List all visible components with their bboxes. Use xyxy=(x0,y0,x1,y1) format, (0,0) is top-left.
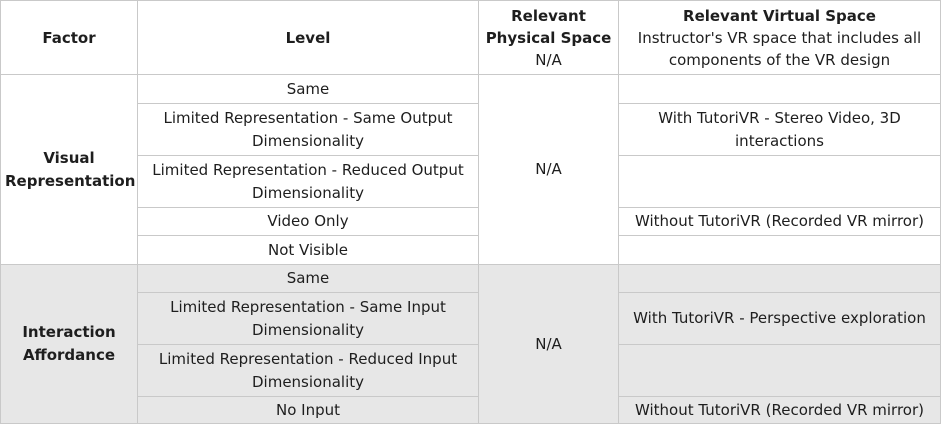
virtual-space-cell xyxy=(618,235,941,265)
table-row: Limited Representation - Reduced Input D… xyxy=(1,344,941,397)
level-cell: Limited Representation - Same Input Dime… xyxy=(137,292,479,345)
table-row: Limited Representation - Same Output Dim… xyxy=(1,103,941,156)
header-virtual-space: Relevant Virtual Space Instructor's VR s… xyxy=(618,0,941,75)
header-factor: Factor xyxy=(0,0,138,75)
table-row: Limited Representation - Reduced Output … xyxy=(1,155,941,208)
virtual-space-cell xyxy=(618,344,941,397)
level-cell: Same xyxy=(137,264,479,293)
table-row: Video Only Without TutoriVR (Recorded VR… xyxy=(1,207,941,236)
table-row: Visual Representation Same N/A xyxy=(0,74,941,265)
factor-cell-interaction-affordance: Interaction Affordance xyxy=(0,264,138,424)
physical-space-cell: N/A xyxy=(478,264,619,424)
level-cell: Limited Representation - Reduced Input D… xyxy=(137,344,479,397)
factor-cell-visual-representation: Visual Representation xyxy=(0,74,138,265)
level-cell: Same xyxy=(137,74,479,104)
level-cell: No Input xyxy=(137,396,479,424)
table-row: No Input Without TutoriVR (Recorded VR m… xyxy=(1,396,941,424)
virtual-space-cell xyxy=(618,155,941,208)
level-cell: Limited Representation - Reduced Output … xyxy=(137,155,479,208)
level-cell: Not Visible xyxy=(137,235,479,265)
virtual-space-cell: With TutoriVR - Perspective exploration xyxy=(618,292,941,345)
virtual-space-cell: Without TutoriVR (Recorded VR mirror) xyxy=(618,207,941,236)
virtual-space-cell xyxy=(618,264,941,293)
table-row: Not Visible xyxy=(1,235,941,265)
header-virtual-subtitle: Instructor's VR space that includes all … xyxy=(637,28,922,69)
level-cell: Limited Representation - Same Output Dim… xyxy=(137,103,479,156)
header-level: Level xyxy=(137,0,479,75)
header-virtual-title: Relevant Virtual Space xyxy=(683,6,876,25)
table-row: Limited Representation - Same Input Dime… xyxy=(1,292,941,345)
virtual-space-cell: With TutoriVR - Stereo Video, 3D interac… xyxy=(618,103,941,156)
header-physical-subtitle: N/A xyxy=(535,50,562,69)
level-cell: Video Only xyxy=(137,207,479,236)
virtual-space-cell xyxy=(618,74,941,104)
table-row: Interaction Affordance Same N/A xyxy=(0,264,941,424)
physical-space-cell: N/A xyxy=(478,74,619,265)
header-physical-title: Relevant Physical Space xyxy=(485,6,612,47)
header-physical-space: Relevant Physical Space N/A xyxy=(478,0,619,75)
virtual-space-cell: Without TutoriVR (Recorded VR mirror) xyxy=(618,396,941,424)
header-row: Factor Level Relevant Physical Space N/A… xyxy=(0,0,941,75)
